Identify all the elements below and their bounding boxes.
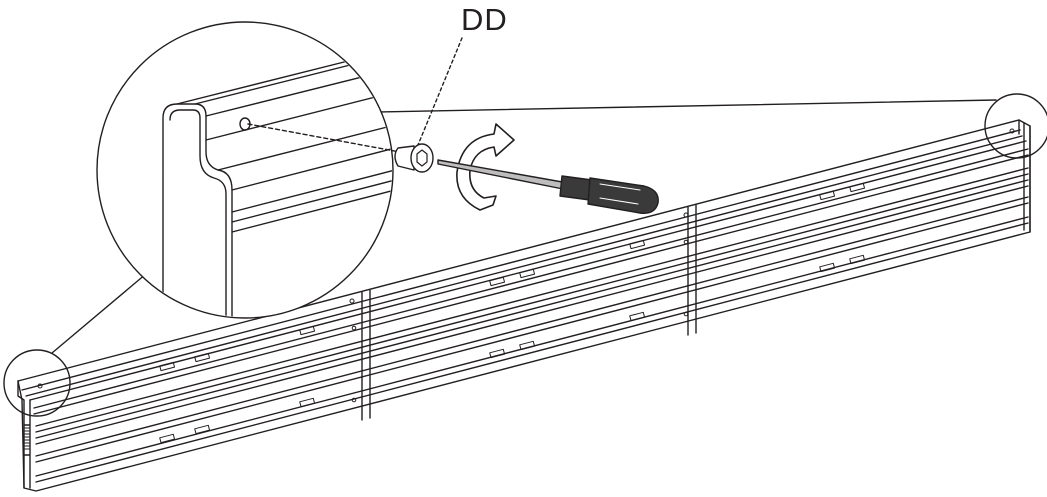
magnified-rail-end	[162, 57, 392, 317]
screw-shank	[394, 145, 415, 171]
rail-middle-ridge	[35, 179, 1029, 445]
rail-section-joint-1	[361, 289, 371, 421]
screwdriver-ferrule	[559, 175, 593, 201]
rotate-arrow-icon	[456, 123, 515, 211]
rail-top-surface	[176, 57, 392, 141]
screw-torx-recess	[416, 149, 428, 167]
rail-end-profile	[162, 103, 233, 317]
screwdriver-handle	[587, 177, 659, 214]
rail-holes	[37, 128, 1015, 403]
part-label-leader	[417, 37, 463, 146]
rail-upper-channel	[33, 148, 1029, 433]
rail-end-bracket	[23, 427, 31, 450]
rail-slots-upper	[159, 182, 866, 372]
mounting-rail	[17, 119, 1031, 492]
callout-leader-right	[377, 99, 997, 113]
screw-icon	[394, 143, 434, 173]
rotate-arrow-body	[456, 123, 515, 211]
part-label-dd: DD	[461, 2, 508, 37]
screwdriver-handle-highlight	[599, 183, 641, 205]
rail-left-end	[17, 380, 31, 489]
screw-alignment-line	[247, 123, 401, 153]
callout-circle-right	[984, 93, 1047, 159]
rail-lower-channel	[35, 196, 1029, 483]
magnified-detail	[96, 21, 394, 319]
callout-leader-left	[51, 267, 154, 354]
magnified-circle	[96, 21, 394, 319]
screwdriver-icon	[437, 159, 659, 214]
rail-right-end	[1018, 119, 1031, 233]
callout-circle-left	[3, 349, 71, 417]
rail-slots-lower	[159, 254, 866, 444]
rail-end-inner	[169, 109, 227, 317]
detail-callouts	[3, 93, 1047, 417]
rail-face-lines	[217, 124, 392, 233]
